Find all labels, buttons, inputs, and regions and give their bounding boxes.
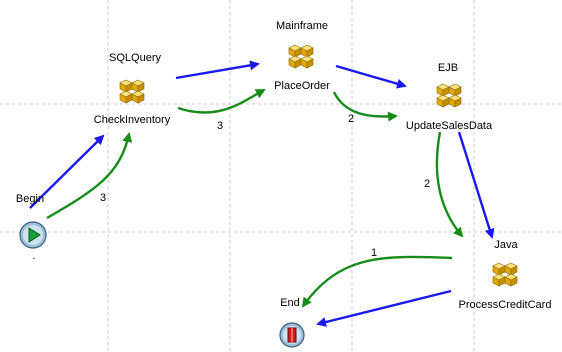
edge-mainframe-to-ejb[interactable] bbox=[335, 64, 407, 89]
edge-process-to-end[interactable] bbox=[316, 289, 452, 327]
edge-update-to-process-green[interactable] bbox=[435, 131, 464, 238]
cubes-icon[interactable] bbox=[289, 45, 313, 68]
node-caption-mainframe: Mainframe bbox=[276, 20, 328, 32]
edge-begin-to-check-inventory-green[interactable] bbox=[46, 132, 133, 220]
node-caption-java: Java bbox=[494, 239, 518, 251]
cubes-icon[interactable] bbox=[493, 263, 517, 286]
edge-begin-to-check-inventory[interactable] bbox=[29, 134, 105, 209]
node-label-check-inventory[interactable]: CheckInventory bbox=[93, 114, 171, 126]
node-label-update-sales-data[interactable]: UpdateSalesData bbox=[405, 120, 493, 132]
edge-sqlquery-to-mainframe[interactable] bbox=[175, 60, 260, 80]
cubes-icon[interactable] bbox=[437, 84, 461, 107]
edge-check-to-place-green[interactable] bbox=[177, 88, 266, 114]
cubes-icon[interactable] bbox=[120, 80, 144, 103]
node-label-place-order[interactable]: PlaceOrder bbox=[274, 80, 330, 92]
node-caption-sqlquery: SQLQuery bbox=[109, 52, 161, 64]
node-label-begin[interactable]: Begin bbox=[15, 193, 45, 205]
node-label-process-credit-card[interactable]: ProcessCreditCard bbox=[458, 299, 552, 311]
node-caption-ejb: EJB bbox=[437, 62, 459, 74]
edge-label-begin-check: 3 bbox=[100, 192, 107, 204]
edge-label-process-end: 1 bbox=[371, 247, 378, 259]
edge-update-to-process[interactable] bbox=[457, 131, 495, 239]
edge-label-update-process: 2 bbox=[424, 178, 431, 190]
play-icon[interactable] bbox=[19, 221, 47, 249]
node-sublabel-begin: . bbox=[32, 250, 36, 262]
edge-label-check-place: 3 bbox=[217, 120, 224, 132]
node-label-end[interactable]: End bbox=[280, 297, 300, 309]
edge-place-to-update-green[interactable] bbox=[332, 91, 398, 122]
edge-process-to-end-green[interactable] bbox=[301, 255, 453, 308]
edge-label-place-update: 2 bbox=[348, 113, 355, 125]
stop-icon[interactable] bbox=[279, 322, 305, 348]
